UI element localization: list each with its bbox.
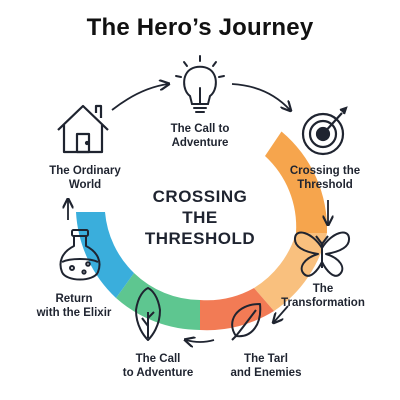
ring-segment-blue	[76, 212, 134, 298]
arrow-call-to-crossing	[231, 83, 290, 110]
house-icon	[57, 104, 109, 154]
potion-flask-icon	[59, 229, 101, 281]
label-the-transformation: The Transformation	[281, 283, 365, 309]
arrow-enemies-to-call	[186, 340, 215, 342]
leaf-icon	[231, 303, 262, 341]
arrow-house-to-call	[111, 84, 168, 111]
center-title: CROSSING THE THRESHOLD	[144, 187, 256, 248]
label-return-with-the-elixir: Return with the Elixir	[36, 293, 112, 319]
label-the-ordinary-world: The Ordinary World	[49, 165, 121, 191]
diagram-title: The Hero’s Journey	[86, 14, 314, 41]
label-call-to-adventure-bottom: The Call to Adventure	[122, 353, 194, 379]
ring-segment-orange	[265, 131, 328, 233]
ring-segment-coral	[200, 288, 274, 331]
butterfly-icon	[293, 231, 351, 277]
label-crossing-the-threshold: Crossing the Threshold	[289, 165, 361, 191]
arrow-transformation-to-enemies	[274, 305, 289, 322]
label-the-tarl-and-enemies: The Tarl and Enemies	[230, 353, 302, 379]
lightbulb-icon	[175, 55, 225, 113]
label-call-to-adventure-top: The Call to Adventure	[170, 123, 230, 149]
leaf-shield-icon	[135, 287, 161, 341]
target-icon	[301, 106, 348, 156]
